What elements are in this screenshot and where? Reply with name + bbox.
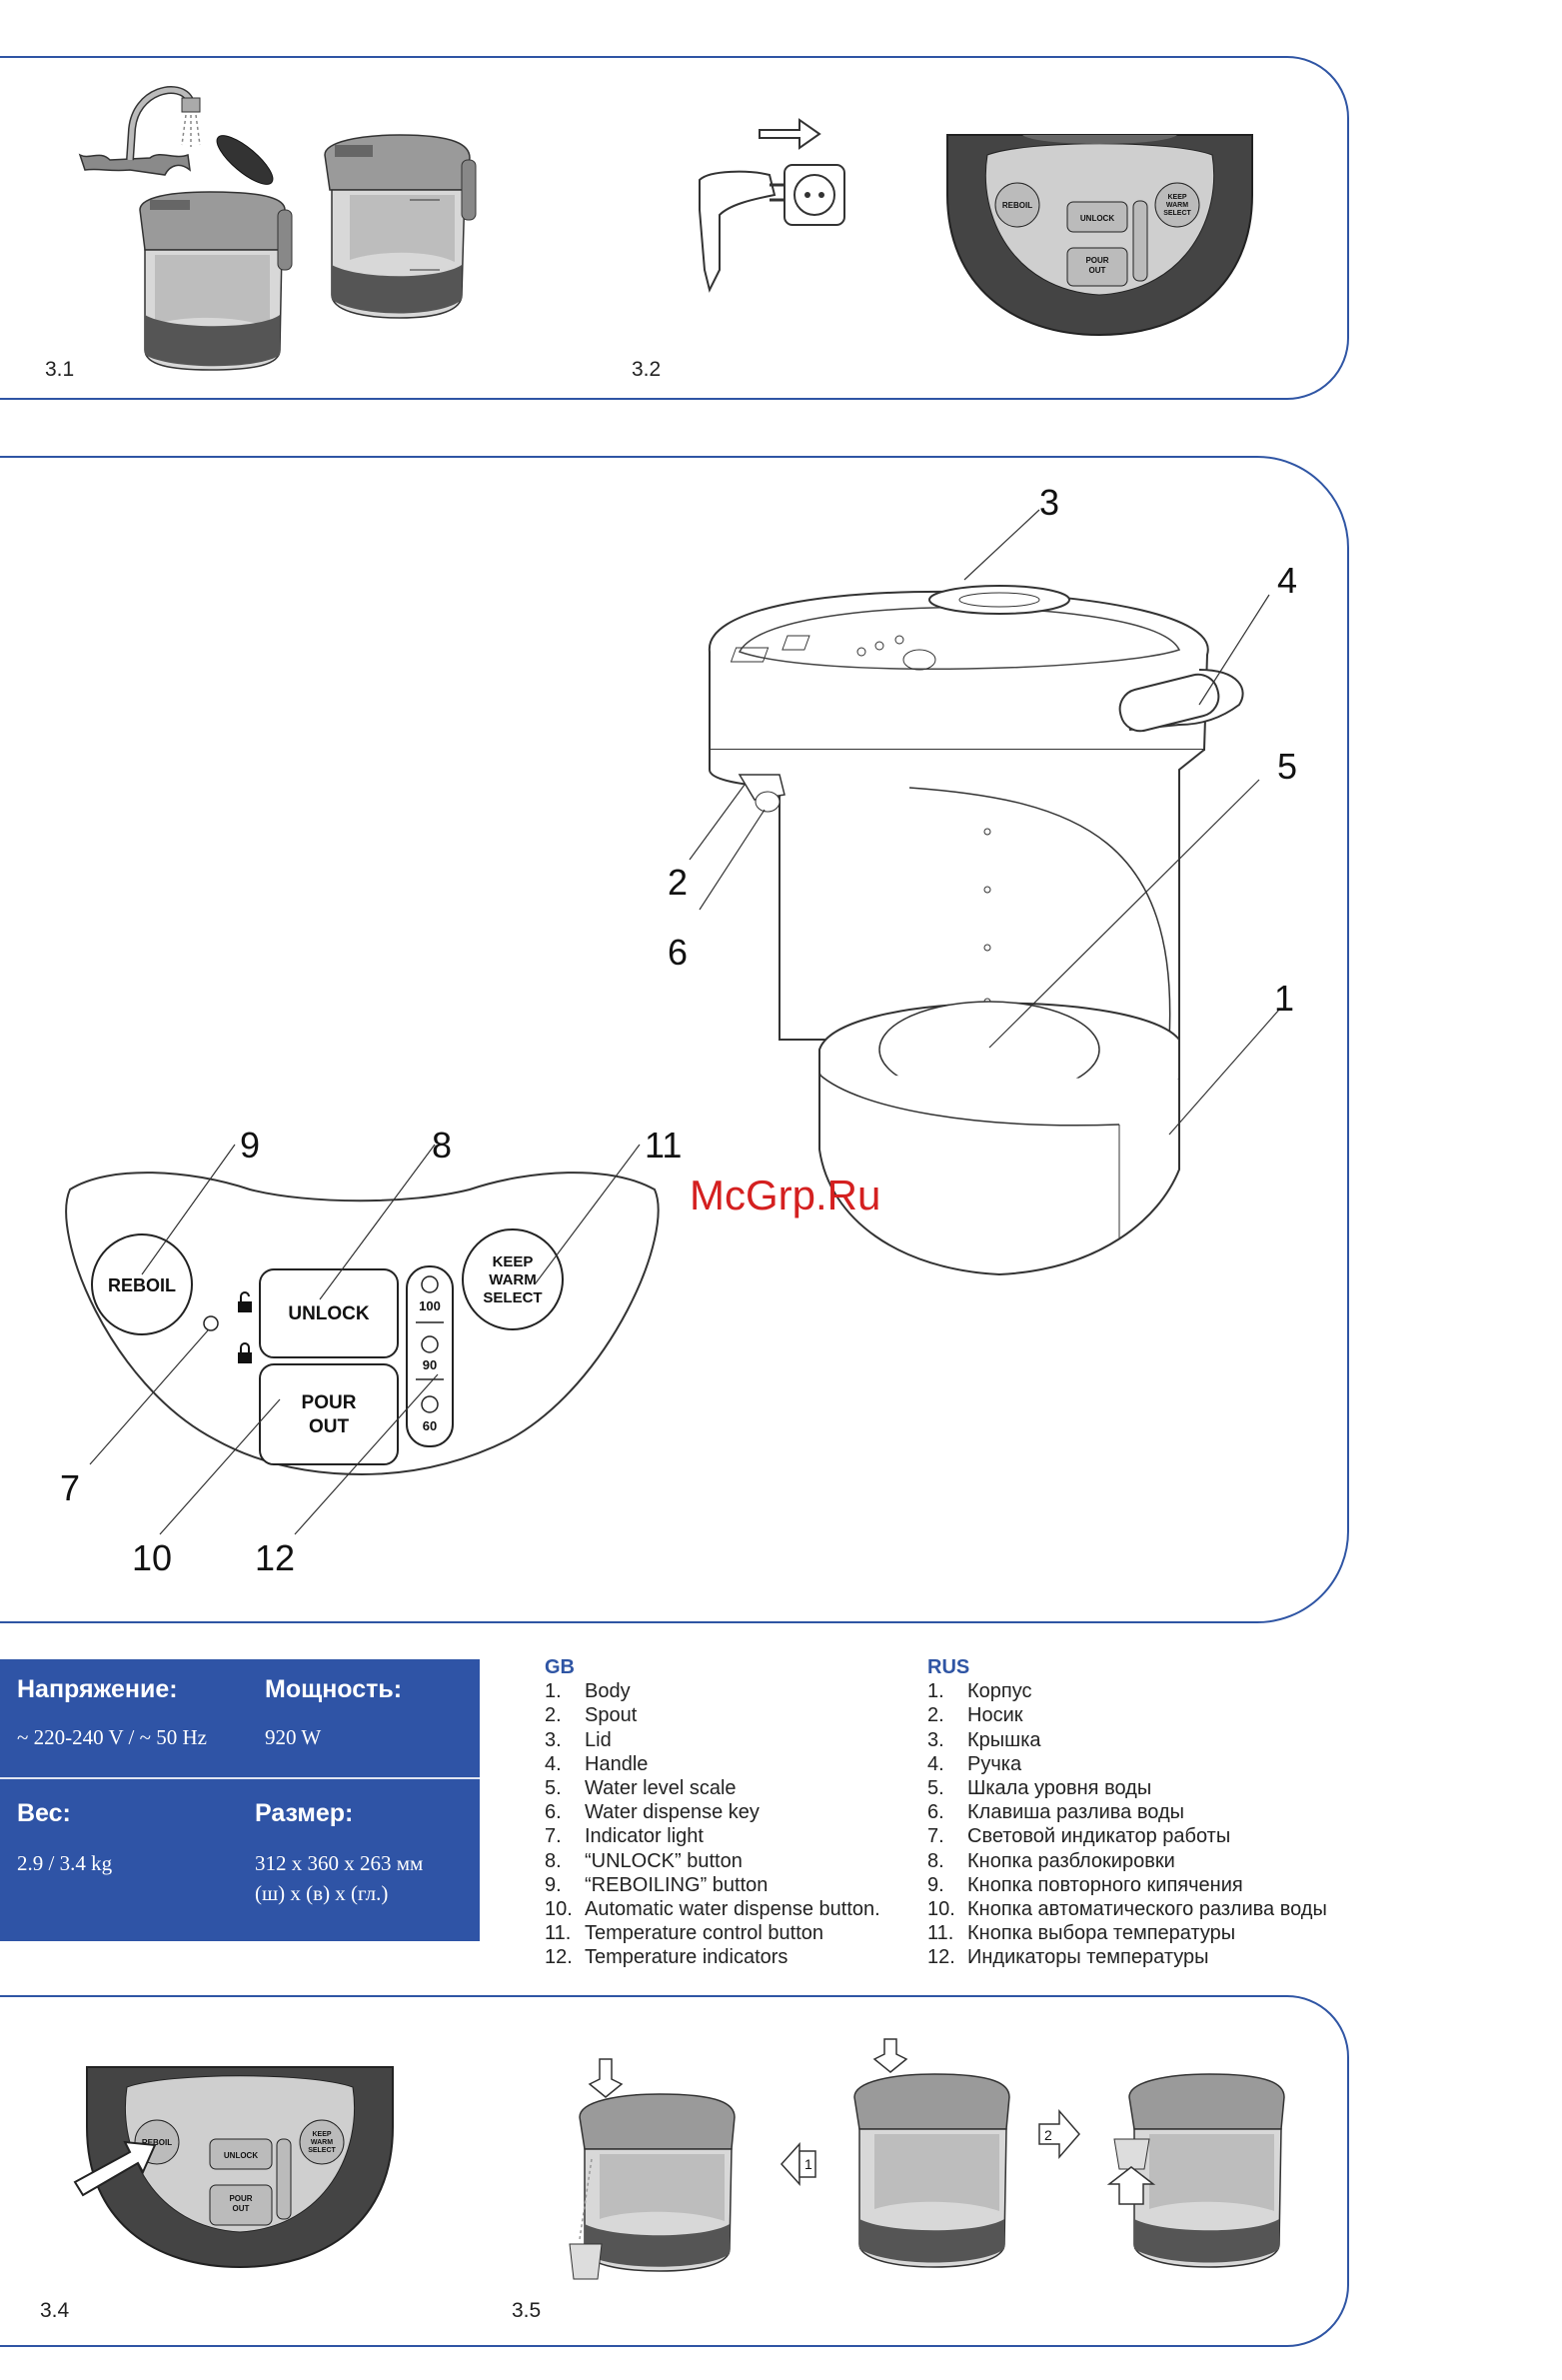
control-panel-outline: REBOIL UNLOCK POUR OUT 100 90 60 KEEP WA… [65,1144,660,1535]
callout-11: 11 [645,1125,683,1166]
svg-text:2: 2 [1044,2127,1052,2143]
list-item: 4.Ручка [927,1752,1022,1775]
svg-text:SELECT: SELECT [483,1289,542,1306]
list-item: 11.Temperature control button [545,1922,824,1945]
svg-text:REBOIL: REBOIL [108,1275,176,1295]
list-item: 5.Шкала уровня воды [927,1777,1152,1800]
svg-text:WARM: WARM [489,1271,537,1288]
weight-value: 2.9 / 3.4 kg [17,1851,113,1875]
figure-label-3-1: 3.1 [45,358,75,381]
svg-text:SELECT: SELECT [1163,210,1191,217]
svg-text:60: 60 [423,1418,437,1433]
list-item: 1.Корпус [927,1680,1032,1703]
rus-header: RUS [927,1656,970,1678]
size-value-line-2: (ш) x (в) x (гл.) [255,1881,389,1905]
spec-divider [0,1777,480,1779]
list-item: 8.“UNLOCK” button [545,1849,743,1872]
svg-text:UNLOCK: UNLOCK [288,1303,370,1324]
list-item: 7.Indicator light [545,1825,704,1848]
callout-6: 6 [668,932,689,973]
list-item: 10.Automatic water dispense button. [545,1898,880,1921]
figure-label-3-5: 3.5 [512,2299,542,2322]
list-item: 10.Кнопка автоматического разлива воды [927,1898,1327,1921]
callout-2: 2 [668,862,689,903]
svg-text:KEEP: KEEP [312,2131,331,2138]
list-item: 3.Крышка [927,1728,1041,1751]
size-label: Размер: [255,1799,354,1827]
callout-10: 10 [132,1537,173,1578]
svg-text:OUT: OUT [309,1416,350,1437]
parts-list-gb: GB 1.Body 2.Spout 3.Lid 4.Handle 5.Water… [545,1655,924,1970]
parts-list-rus: RUS 1.Корпус 2.Носик 3.Крышка 4.Ручка 5.… [927,1655,1367,1970]
watermark: McGrp.Ru [690,1172,881,1218]
list-item: 1.Body [545,1680,631,1703]
callout-5: 5 [1277,746,1298,787]
gb-header: GB [545,1656,575,1678]
list-item: 9.“REBOILING” button [545,1873,769,1896]
voltage-value: ~ 220-240 V / ~ 50 Hz [17,1725,207,1749]
list-item: 2.Spout [545,1704,638,1727]
svg-text:POUR: POUR [229,2194,252,2203]
callout-3: 3 [1039,482,1060,523]
list-item: 7.Световой индикатор работы [927,1825,1231,1848]
svg-text:KEEP: KEEP [493,1253,534,1270]
list-item: 6.Water dispense key [545,1801,760,1824]
list-item: 12.Индикаторы температуры [927,1946,1209,1969]
voltage-label: Напряжение: [17,1675,178,1703]
svg-text:OUT: OUT [1089,266,1106,275]
callout-12: 12 [255,1537,296,1578]
svg-text:1: 1 [804,2156,812,2172]
svg-text:100: 100 [419,1298,441,1313]
specs-box: Напряжение: Мощность: ~ 220-240 V / ~ 50… [0,1659,480,1941]
list-item: 5.Water level scale [545,1777,737,1800]
callout-7: 7 [60,1467,81,1508]
svg-text:SELECT: SELECT [308,2147,336,2154]
svg-text:POUR: POUR [302,1392,357,1413]
power-value: 920 W [265,1725,322,1749]
list-item: 4.Handle [545,1752,649,1775]
list-item: 12.Temperature indicators [545,1946,788,1969]
list-item: 8.Кнопка разблокировки [927,1849,1175,1872]
svg-text:REBOIL: REBOIL [142,2138,172,2147]
figure-label-3-4: 3.4 [40,2299,70,2322]
svg-text:UNLOCK: UNLOCK [1080,214,1114,223]
reboil-press-illustration: REBOIL UNLOCK POUR OUT KEEP WARM SELECT [73,2066,394,2269]
list-item: 3.Lid [545,1728,612,1751]
svg-text:90: 90 [423,1357,437,1372]
figure-label-3-2: 3.2 [632,358,662,381]
faucet-kettle-illustration [78,86,477,371]
power-label: Мощность: [265,1675,403,1703]
list-item: 9.Кнопка повторного кипячения [927,1873,1243,1896]
reboil-button [91,1233,193,1335]
svg-text:POUR: POUR [1085,256,1108,265]
plug-socket-illustration [699,118,845,293]
svg-text:WARM: WARM [1166,202,1188,209]
callout-8: 8 [432,1125,453,1166]
svg-text:KEEP: KEEP [1167,194,1186,201]
callout-1: 1 [1274,978,1295,1019]
weight-label: Вес: [17,1799,71,1827]
list-item: 11.Кнопка выбора температуры [927,1922,1236,1945]
svg-text:OUT: OUT [233,2204,250,2213]
size-value-line-1: 312 x 360 x 263 мм [255,1851,424,1875]
svg-text:WARM: WARM [311,2139,333,2146]
callout-4: 4 [1277,560,1298,601]
svg-text:REBOIL: REBOIL [1002,201,1032,210]
list-item: 2.Носик [927,1704,1023,1727]
kettle-line-drawing [689,509,1280,1276]
list-item: 6.Клавиша разлива воды [927,1801,1184,1824]
dispense-sequence-illustration: 1 2 [569,2038,1285,2280]
callout-9: 9 [240,1125,261,1166]
svg-text:UNLOCK: UNLOCK [224,2151,258,2160]
control-panel-dark-illustration: REBOIL UNLOCK POUR OUT KEEP WARM SELECT [946,134,1253,337]
